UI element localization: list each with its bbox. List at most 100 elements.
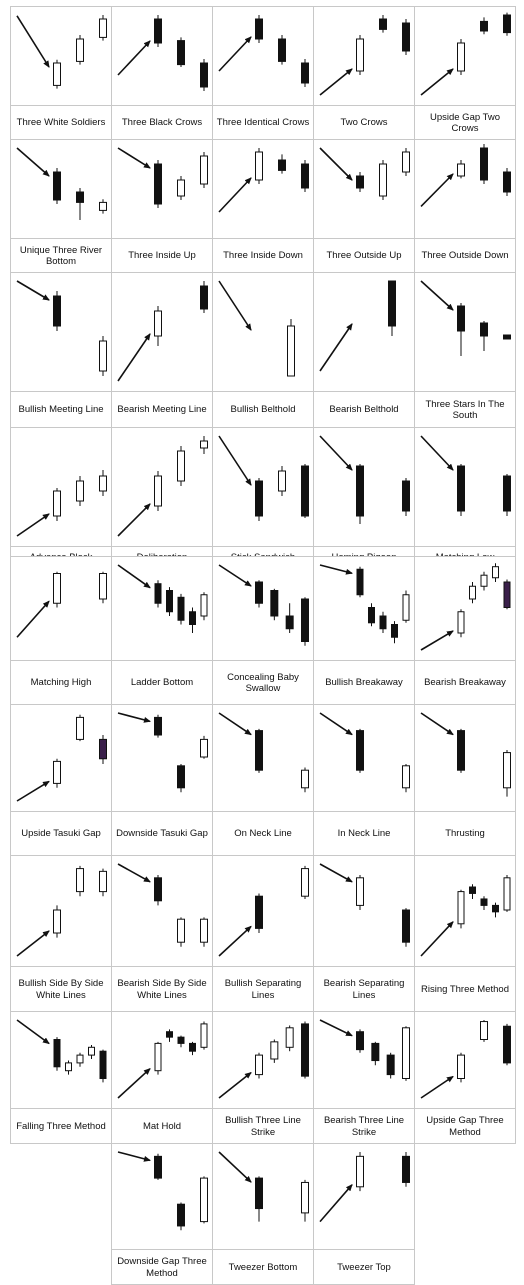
- candle: [391, 621, 398, 644]
- pattern-label: Tweezer Bottom: [213, 1249, 313, 1285]
- candle: [200, 59, 208, 91]
- candle: [270, 588, 279, 621]
- pattern-label: Bullish Belthold: [213, 391, 313, 428]
- candle: [53, 59, 61, 89]
- bearish-candle-body: [301, 1023, 309, 1077]
- candle: [457, 1052, 465, 1083]
- candle: [386, 1052, 395, 1079]
- candle: [154, 580, 162, 608]
- bullish-candle-body: [53, 760, 61, 784]
- pattern-cell-unique-three-river-bottom: Unique Three River Bottom: [10, 139, 112, 273]
- pattern-cell-downside-gap-three-method: Downside Gap Three Method: [111, 1143, 213, 1285]
- pattern-label: Thrusting: [415, 811, 515, 856]
- candle: [402, 764, 410, 793]
- pattern-diagram: [420, 144, 511, 207]
- bearish-candle-body: [368, 607, 375, 624]
- candle: [200, 735, 208, 759]
- pattern-cell-two-crows: Two Crows: [313, 6, 415, 140]
- trend-arrow: [319, 68, 353, 96]
- bullish-candle-body: [53, 62, 61, 86]
- bullish-candle-body: [99, 201, 107, 211]
- candle: [88, 1044, 95, 1059]
- bearish-candle-body: [177, 596, 185, 621]
- candle: [200, 1176, 208, 1224]
- bullish-candle-body: [457, 42, 465, 72]
- bullish-candle-body: [402, 1027, 410, 1080]
- candle: [457, 39, 465, 75]
- bullish-candle-body: [53, 490, 61, 517]
- trend-arrow: [117, 333, 151, 382]
- candle: [177, 917, 185, 947]
- pattern-label: On Neck Line: [213, 811, 313, 856]
- trend-arrow: [117, 1151, 151, 1162]
- bullish-candle-body: [270, 1041, 279, 1060]
- candle: [402, 478, 410, 516]
- pattern-cell-rising-three-method: Rising Three Method: [414, 855, 516, 1012]
- candle: [166, 587, 173, 616]
- bullish-candle-body: [76, 38, 84, 62]
- trend-arrow: [420, 435, 454, 471]
- candle: [503, 1023, 511, 1066]
- pattern-cell-downside-tasuki-gap: Downside Tasuki Gap: [111, 704, 213, 856]
- pattern-diagram: [16, 714, 107, 802]
- pattern-cell-tweezer-top: Tweezer Top: [313, 1143, 415, 1285]
- pattern-label: Three Outside Down: [415, 238, 515, 273]
- candle: [301, 464, 309, 518]
- trend-arrow: [16, 513, 50, 537]
- candle: [99, 15, 107, 41]
- candle: [301, 59, 309, 87]
- pattern-label: Bullish Meeting Line: [11, 391, 111, 428]
- candle: [99, 1049, 107, 1083]
- candle: [469, 582, 476, 604]
- bullish-candle-body: [255, 1054, 263, 1076]
- pattern-label: Rising Three Method: [415, 966, 515, 1012]
- pattern-diagram: [16, 470, 107, 537]
- pattern-cell-upside-gap-two-crows: Upside Gap Two Crows: [414, 6, 516, 140]
- candle: [278, 35, 286, 65]
- bearish-candle-body: [255, 1177, 263, 1210]
- candle: [402, 1026, 410, 1081]
- bearish-candle-body: [166, 590, 173, 613]
- candle: [480, 17, 488, 35]
- bearish-candle-body: [53, 1039, 61, 1068]
- trend-arrow: [16, 280, 50, 301]
- pattern-label: Concealing Baby Swallow: [213, 660, 313, 705]
- candle: [285, 1025, 294, 1052]
- trend-arrow: [319, 435, 353, 471]
- candle: [492, 563, 499, 582]
- pattern-label: Bearish Meeting Line: [112, 391, 212, 428]
- bullish-candle-body: [200, 1177, 208, 1223]
- bearish-candle-body: [53, 295, 61, 327]
- pattern-label: Tweezer Top: [314, 1249, 414, 1285]
- pattern-diagram: [319, 147, 410, 200]
- candle: [177, 764, 185, 793]
- pattern-label: Upside Gap Two Crows: [415, 105, 515, 140]
- pattern-cell-bullish-breakaway: Bullish Breakaway: [313, 556, 415, 705]
- pattern-cell-in-neck-line: In Neck Line: [313, 704, 415, 856]
- candle: [480, 571, 488, 591]
- trend-arrow: [117, 1068, 151, 1099]
- pattern-cell-three-inside-up: Three Inside Up: [111, 139, 213, 273]
- pattern-cell-bullish-belthold: Bullish Belthold: [212, 272, 314, 428]
- bearish-candle-body: [166, 1031, 173, 1038]
- bearish-candle-body: [189, 1042, 196, 1052]
- bearish-candle-body: [301, 163, 309, 189]
- pattern-diagram: [117, 281, 208, 382]
- pattern-diagram: [420, 435, 511, 516]
- bearish-candle-body: [356, 465, 364, 517]
- candle: [154, 714, 162, 738]
- bullish-candle-body: [177, 450, 185, 482]
- candle: [189, 607, 196, 633]
- pattern-cell-bearish-separating-lines: Bearish Separating Lines: [313, 855, 415, 1012]
- pattern-label: Falling Three Method: [11, 1108, 111, 1144]
- bearish-candle-body: [356, 730, 364, 771]
- bearish-candle-body: [457, 305, 465, 332]
- pattern-diagram: [117, 15, 208, 91]
- bullish-candle-body: [503, 752, 511, 789]
- pattern-cell-upside-gap-three-method: Upside Gap Three Method: [414, 1011, 516, 1144]
- candle: [371, 1041, 380, 1066]
- pattern-label: Bullish Side By Side White Lines: [11, 966, 111, 1012]
- pattern-diagram: [117, 1021, 208, 1099]
- bearish-candle-body: [99, 738, 107, 760]
- bearish-candle-body: [469, 886, 476, 894]
